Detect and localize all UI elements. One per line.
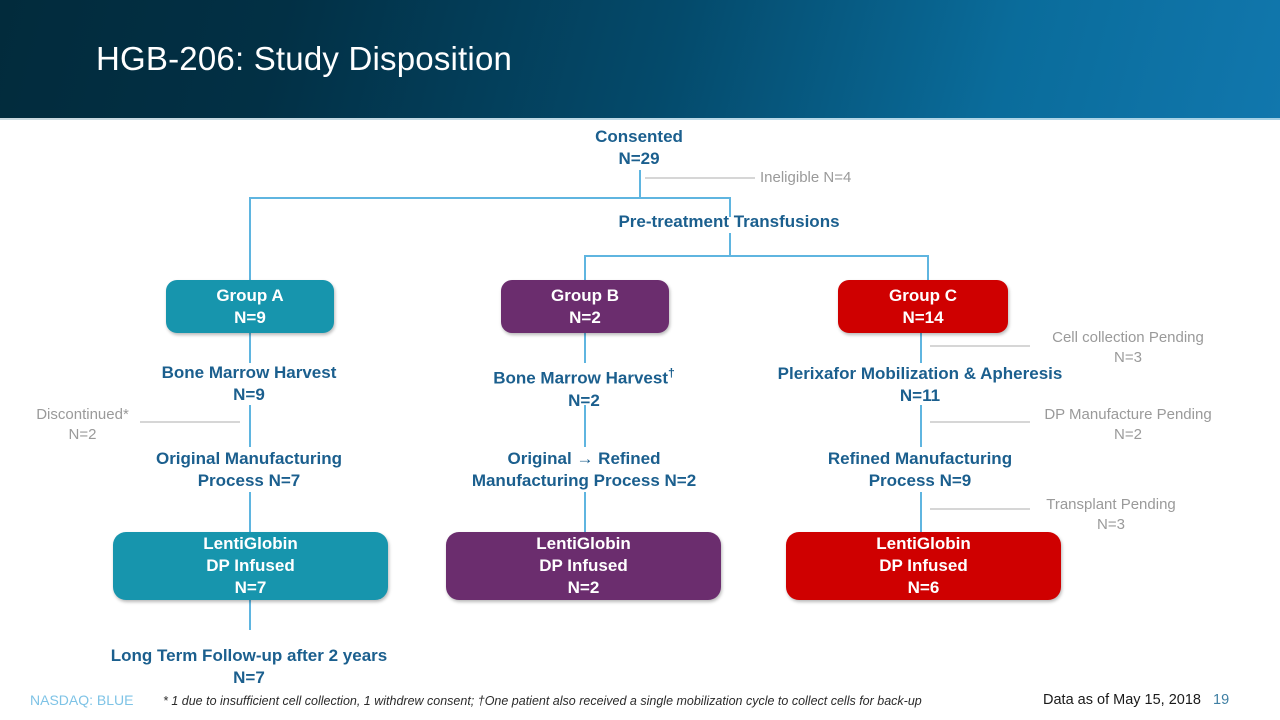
node-manufacturing-group-c: Refined Manufacturing Process N=9 [827,449,1013,490]
connector-pretreatment-down [729,233,731,255]
connector-consented-split [249,197,731,199]
connector-discontinued [140,421,240,423]
connector-to-group-a [249,197,251,280]
connector-pretreatment-split [584,255,929,257]
connector-mfg-b-to-infused [584,492,586,532]
connector-to-pretreatment [729,197,731,217]
connector-harvest-b-to-mfg [584,405,586,447]
harvest-b-label: Bone Marrow Harvest [493,368,668,388]
box-group-c[interactable]: Group C N=14 [838,280,1008,333]
footer-page-number: 19 [1213,692,1230,708]
connector-mfg-c-to-infused [920,492,922,532]
footer-footnote: * 1 due to insufficient cell collection,… [163,694,922,708]
connector-groupc-to-harvest [920,333,922,363]
slide-header-banner [0,0,1280,118]
connector-groupa-to-harvest [249,333,251,363]
box-group-a[interactable]: Group A N=9 [166,280,334,333]
connector-harvest-c-to-mfg [920,405,922,447]
box-lentiglobin-infused-group-a[interactable]: LentiGlobin DP Infused N=7 [113,532,388,600]
note-transplant-pending: Transplant Pending N=3 [1046,496,1176,533]
header-bottom-edge [0,118,1280,120]
dagger-marker: † [667,366,675,380]
footer-nasdaq-ticker: NASDAQ: BLUE [30,692,134,708]
connector-consented-down [639,170,641,198]
node-pretreatment-transfusions: Pre-treatment Transfusions [618,212,840,231]
box-lentiglobin-infused-group-b[interactable]: LentiGlobin DP Infused N=2 [446,532,721,600]
note-discontinued: Discontinued* N=2 [36,406,129,443]
connector-to-group-b [584,255,586,280]
node-manufacturing-group-a: Original Manufacturing Process N=7 [155,449,343,490]
box-lentiglobin-infused-group-c[interactable]: LentiGlobin DP Infused N=6 [786,532,1061,600]
note-cell-collection-pending: Cell collection Pending N=3 [1052,329,1204,366]
connector-harvest-a-to-mfg [249,405,251,447]
page-title: HGB-206: Study Disposition [96,40,513,77]
note-ineligible: Ineligible N=4 [760,169,852,186]
footer-data-date: Data as of May 15, 2018 [1043,692,1201,708]
node-long-term-followup: Long Term Follow-up after 2 years N=7 [110,646,388,687]
node-harvest-group-c: Plerixafor Mobilization & Apheresis N=11 [777,364,1063,405]
box-group-b[interactable]: Group B N=2 [501,280,669,333]
connector-mfg-a-to-infused [249,492,251,532]
note-dp-manufacture-pending: DP Manufacture Pending N=2 [1044,406,1212,443]
connector-to-group-c [927,255,929,280]
connector-infused-to-followup [249,600,251,630]
node-consented: Consented N=29 [595,127,683,168]
connector-dp-manufacture-pending [930,421,1030,423]
node-harvest-group-b: Bone Marrow Harvest† N=2 [493,366,675,410]
connector-transplant-pending [930,508,1030,510]
connector-ineligible [645,177,755,179]
connector-groupb-to-harvest [584,333,586,363]
node-manufacturing-group-b: Original → Refined Manufacturing Process… [471,449,697,490]
connector-cell-collection-pending [930,345,1030,347]
node-harvest-group-a: Bone Marrow Harvest N=9 [161,363,337,404]
